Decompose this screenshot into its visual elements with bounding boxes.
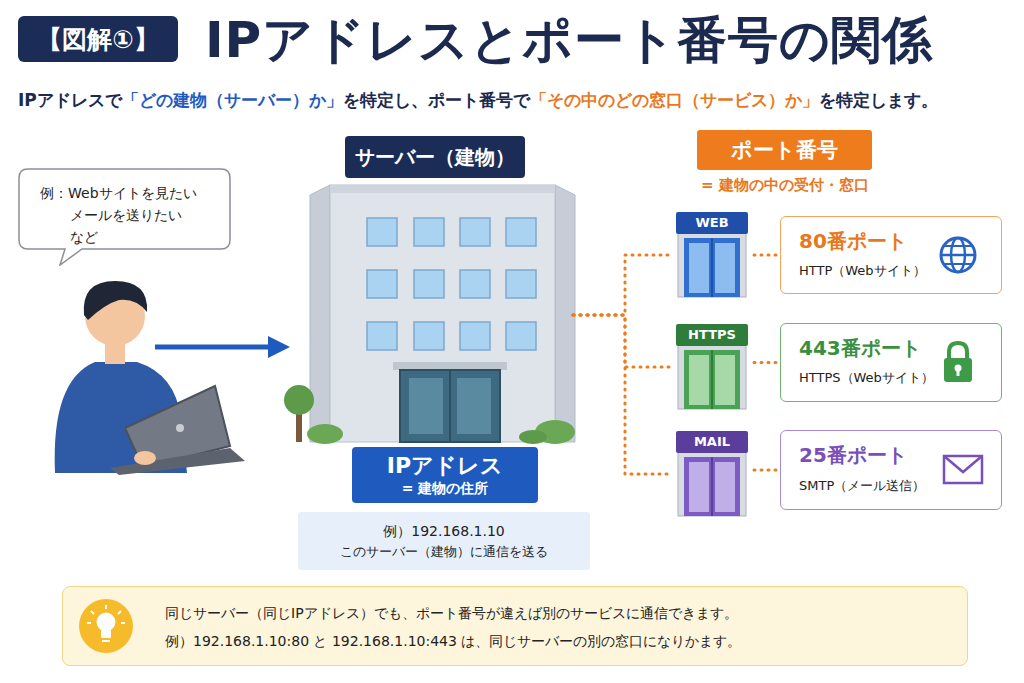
door-sign bbox=[676, 324, 748, 346]
node-text: ポート番号 bbox=[697, 130, 872, 170]
door-split bbox=[711, 457, 713, 516]
node-text: 例）192.168.1.10:80 と 192.168.1.10:443 は、同… bbox=[165, 630, 741, 652]
ip-address-badge: IPアドレス= 建物の住所 bbox=[352, 447, 538, 503]
person-hair bbox=[84, 281, 147, 320]
node-text: 443番ポート bbox=[799, 335, 921, 362]
diagram-title: IPアドレスとポート番号の関係 bbox=[205, 8, 933, 72]
node-text: MAIL bbox=[676, 431, 748, 453]
subtitle-text: を特定します。 bbox=[819, 88, 938, 112]
person-illustration bbox=[15, 268, 250, 478]
speech-bubble: 例：Webサイトを見たい メールを送りたい など bbox=[18, 168, 232, 266]
door-frame bbox=[678, 344, 746, 409]
bush bbox=[519, 430, 547, 444]
door-glass bbox=[715, 462, 735, 512]
building-illustration bbox=[283, 180, 583, 444]
node-text: WEB bbox=[676, 212, 748, 234]
building-side bbox=[555, 185, 575, 442]
door-panel bbox=[684, 238, 740, 297]
dotted-connector bbox=[573, 315, 670, 474]
node-text: 同じサーバー（同じIPアドレス）でも、ポート番号が違えば別のサービスに通信できま… bbox=[165, 602, 738, 624]
door-sign bbox=[676, 212, 748, 234]
node-text: このサーバー（建物）に通信を送る bbox=[340, 542, 548, 562]
subtitle-text: 「その中のどの窓口（サービス）か」 bbox=[530, 88, 819, 112]
door-glass bbox=[409, 378, 443, 434]
arrow-shaft bbox=[155, 345, 272, 350]
note-box: 同じサーバー（同じIPアドレス）でも、ポート番号が違えば別のサービスに通信できま… bbox=[62, 586, 968, 666]
bubble-shape bbox=[19, 169, 230, 265]
envelope-icon bbox=[940, 452, 986, 488]
subtitle-text: 「どの建物（サーバー）か」 bbox=[122, 88, 343, 112]
door-awning bbox=[393, 362, 507, 370]
service-door: MAIL bbox=[670, 431, 754, 517]
bush bbox=[307, 424, 343, 444]
node-text: HTTP（Webサイト） bbox=[799, 262, 926, 280]
subtitle-row: IPアドレスで「どの建物（サーバー）か」を特定し、ポート番号で「その中のどの窓口… bbox=[18, 88, 938, 112]
person-hand bbox=[134, 451, 156, 465]
dotted-connector bbox=[754, 469, 780, 472]
service-door: HTTPS bbox=[670, 324, 754, 410]
lightbulb-icon bbox=[76, 596, 136, 656]
server-building: サーバー（建物） bbox=[283, 136, 573, 442]
door-glass bbox=[457, 378, 491, 434]
building-windows bbox=[367, 218, 536, 350]
door-glass bbox=[689, 462, 709, 512]
node-text: IPアドレス bbox=[387, 453, 503, 479]
dotted-connector bbox=[573, 315, 670, 367]
service-door: WEB bbox=[670, 212, 754, 298]
laptop-base bbox=[110, 448, 245, 475]
door-glass bbox=[689, 243, 709, 293]
port-header: ポート番号 = 建物の中の受付・窓口 bbox=[680, 130, 890, 200]
title-badge: 【図解①】 bbox=[18, 16, 178, 62]
subtitle-text: を特定し、ポート番号で bbox=[343, 88, 530, 112]
node-text: = 建物の住所 bbox=[402, 479, 489, 497]
node-text: 80番ポート bbox=[799, 228, 907, 255]
node-text: 25番ポート bbox=[799, 442, 907, 469]
door-panel bbox=[684, 457, 740, 516]
node-text: 例：Webサイトを見たい メールを送りたい など bbox=[40, 182, 228, 248]
building-door bbox=[400, 370, 500, 442]
node-text: 【図解①】 bbox=[37, 23, 158, 56]
lock-icon bbox=[936, 338, 980, 386]
laptop-logo bbox=[176, 424, 184, 432]
node-text: サーバー（建物） bbox=[345, 136, 525, 178]
node-text: HTTPS bbox=[676, 324, 748, 346]
globe-icon bbox=[936, 233, 980, 277]
node-text: HTTPS（Webサイト） bbox=[799, 369, 934, 387]
door-split bbox=[711, 350, 713, 409]
door-frame bbox=[678, 451, 746, 516]
arrow-head bbox=[268, 336, 290, 358]
door-frame bbox=[678, 232, 746, 297]
dotted-connector bbox=[754, 254, 780, 257]
door-glass bbox=[715, 355, 735, 405]
building-body bbox=[330, 185, 555, 442]
dotted-connector bbox=[573, 255, 670, 315]
node-text: 例）192.168.1.10 bbox=[383, 521, 505, 542]
door-sign bbox=[676, 431, 748, 453]
door-glass bbox=[715, 243, 735, 293]
door-split bbox=[449, 370, 451, 442]
door-panel bbox=[684, 350, 740, 409]
door-glass bbox=[689, 355, 709, 405]
request-arrow bbox=[150, 330, 295, 366]
node-text: = 建物の中の受付・窓口 bbox=[680, 176, 890, 195]
node-text: SMTP（メール送信） bbox=[799, 477, 925, 495]
dotted-connector bbox=[754, 361, 780, 364]
ip-example-box: 例）192.168.1.10このサーバー（建物）に通信を送る bbox=[298, 512, 590, 570]
door-split bbox=[711, 238, 713, 297]
building-cornice bbox=[330, 185, 555, 193]
subtitle-text: IPアドレスで bbox=[18, 88, 122, 112]
tree-crown bbox=[284, 385, 314, 415]
